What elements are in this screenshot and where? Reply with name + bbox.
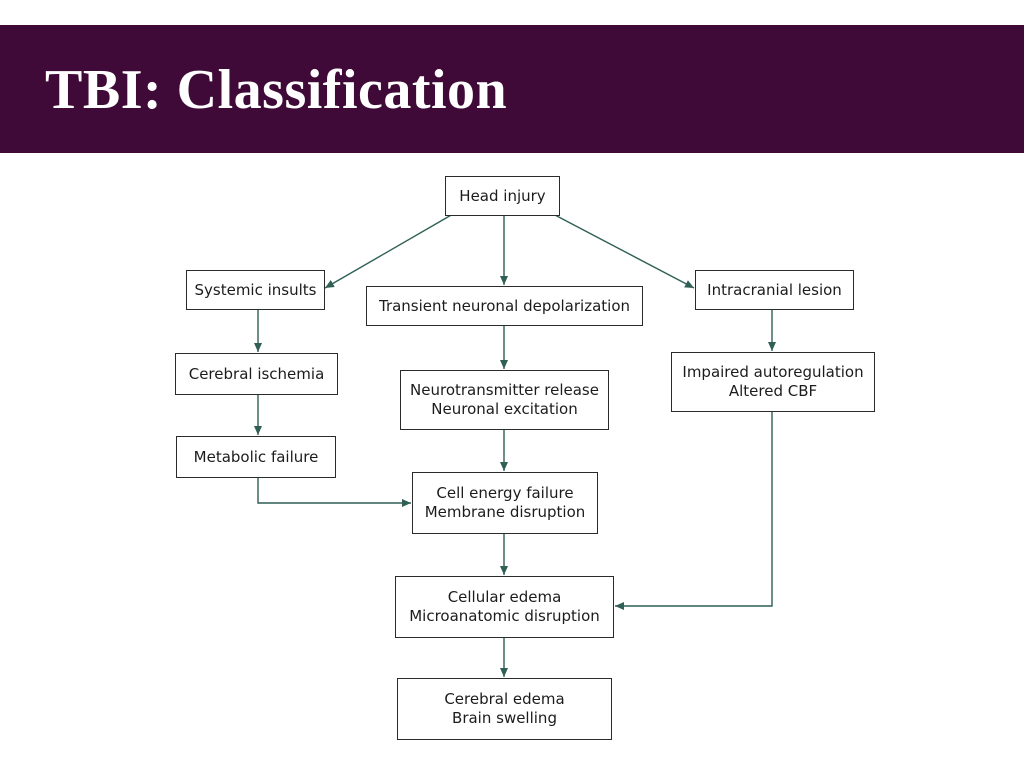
node-head-injury: Head injury xyxy=(445,176,560,216)
node-text-line: Cerebral edema xyxy=(444,690,565,708)
node-text-line: Intracranial lesion xyxy=(707,280,842,299)
node-intracranial-lesion: Intracranial lesion xyxy=(695,270,854,310)
node-text-line: Cell energy failure xyxy=(436,484,574,502)
node-text-line: Cerebral ischemia xyxy=(188,364,325,383)
node-text-line: Membrane disruption xyxy=(424,503,586,521)
node-text-line: Metabolic failure xyxy=(193,447,319,466)
node-text-line: Microanatomic disruption xyxy=(409,607,600,625)
node-text-line: Cellular edema xyxy=(447,588,562,606)
node-text-line: Altered CBF xyxy=(728,382,818,400)
arrow-impaired-autoregulation-to-cellular-edema xyxy=(615,412,773,610)
node-systemic-insults: Systemic insults xyxy=(186,270,325,310)
arrow-head-injury-to-systemic-insults xyxy=(324,213,454,289)
arrow-metabolic-failure-to-cell-energy-failure xyxy=(257,478,411,507)
node-text-line: Neurotransmitter release xyxy=(410,381,599,399)
node-text-line: Head injury xyxy=(459,186,546,205)
node-text-line: Brain swelling xyxy=(452,709,557,727)
node-text-line: Neuronal excitation xyxy=(431,400,578,418)
node-cerebral-ischemia: Cerebral ischemia xyxy=(175,353,338,395)
node-transient-neuronal-depolarization: Transient neuronal depolarization xyxy=(366,286,643,326)
node-text-line: Systemic insults xyxy=(194,280,317,299)
edge-layer xyxy=(254,213,776,677)
arrow-head-injury-to-intracranial-lesion xyxy=(552,213,695,289)
node-text-line: Impaired autoregulation xyxy=(682,363,864,381)
slide-title: TBI: Classification xyxy=(45,59,508,121)
title-bar xyxy=(0,25,1024,153)
node-metabolic-failure: Metabolic failure xyxy=(176,436,336,478)
node-text-line: Transient neuronal depolarization xyxy=(378,296,631,315)
